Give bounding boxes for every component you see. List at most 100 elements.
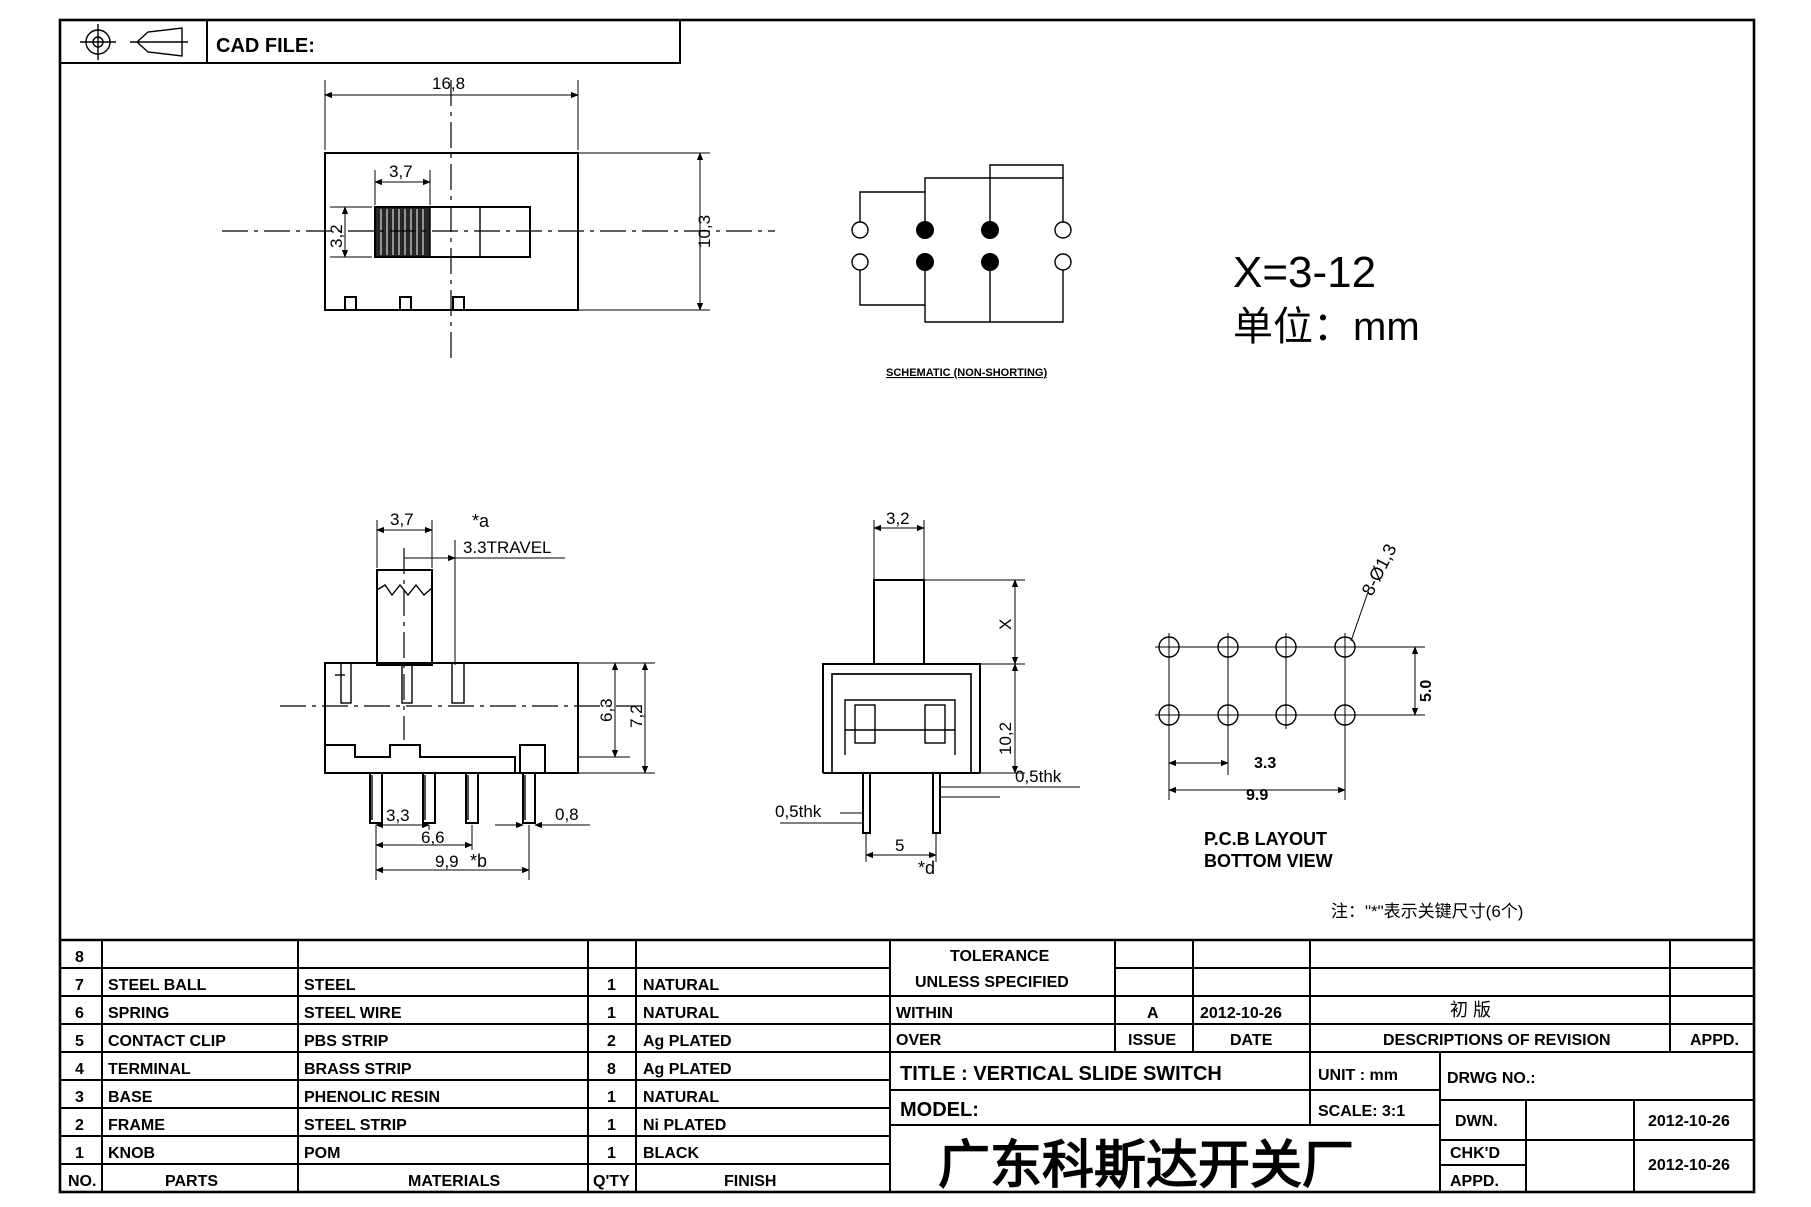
top-view: 16,8 10,3 3,7 3,2: [222, 74, 775, 362]
dim-33: 3,3: [386, 806, 410, 825]
bom-part: FRAME: [108, 1117, 165, 1134]
mark-a: *a: [472, 511, 490, 531]
rev-issue: A: [1147, 1005, 1159, 1022]
dim-x: X: [996, 619, 1015, 630]
model-label: MODEL:: [900, 1099, 979, 1121]
bom-finish: BLACK: [643, 1145, 699, 1162]
date-label: DATE: [1230, 1032, 1273, 1049]
bom-qty: 1: [607, 1145, 616, 1162]
bom-qty: 1: [607, 1005, 616, 1022]
dim-66: 6,6: [421, 828, 445, 847]
bom-no: 2: [75, 1117, 84, 1134]
bom-row: 3 BASE PHENOLIC RESIN 1 NATURAL: [75, 1089, 719, 1106]
key-dim-note: 注："*"表示关键尺寸(6个): [1331, 902, 1523, 921]
front-dim-knob: 3,7: [390, 510, 414, 529]
bom-row: 7 STEEL BALL STEEL 1 NATURAL: [75, 977, 719, 994]
bom-no: 4: [75, 1061, 84, 1078]
pcb-dim-33: 3.3: [1254, 755, 1276, 772]
rev-date: 2012-10-26: [1200, 1005, 1282, 1022]
rev-desc: 初 版: [1450, 1000, 1491, 1020]
bom-row: 1 KNOB POM 1 BLACK: [75, 1145, 699, 1162]
schematic-caption: SCHEMATIC (NON-SHORTING): [886, 367, 1047, 379]
bom-no: 1: [75, 1145, 84, 1162]
travel: 3.3TRAVEL: [463, 538, 552, 557]
dim-99: 9,9: [435, 852, 459, 871]
over-label: OVER: [896, 1032, 942, 1049]
bom-part: SPRING: [108, 1005, 169, 1022]
bom-material: STEEL: [304, 977, 356, 994]
bom-material: PHENOLIC RESIN: [304, 1089, 440, 1106]
bom-qty: 1: [607, 977, 616, 994]
dim-102: 10,2: [996, 722, 1015, 755]
issue-label: ISSUE: [1128, 1032, 1176, 1049]
within-label: WITHIN: [896, 1005, 953, 1022]
chkd-label: CHK'D: [1450, 1145, 1500, 1162]
bom-material: STEEL WIRE: [304, 1005, 402, 1022]
dim-knob-height: 3,2: [327, 224, 346, 248]
drwg-no-label: DRWG NO.:: [1447, 1070, 1536, 1087]
unit-note: 单位：mm: [1233, 305, 1420, 349]
sheet-border: [58, 18, 1756, 1194]
dim-knob-width: 3,7: [389, 162, 413, 181]
bom-finish: NATURAL: [643, 977, 719, 994]
bom-header: NO. PARTS MATERIALS Q'TY FINISH: [68, 1173, 776, 1190]
mark-d: *d: [918, 858, 935, 878]
bom-no: 8: [75, 949, 84, 966]
bom-finish: Ag PLATED: [643, 1061, 732, 1078]
bom-finish: NATURAL: [643, 1005, 719, 1022]
bom-no: 3: [75, 1089, 84, 1106]
bom-finish: Ag PLATED: [643, 1033, 732, 1050]
bom-part: STEEL BALL: [108, 977, 207, 994]
drawing-title: TITLE : VERTICAL SLIDE SWITCH: [900, 1063, 1222, 1085]
bom-material: BRASS STRIP: [304, 1061, 412, 1078]
title-block: TOLERANCE UNLESS SPECIFIED WITHIN OVER A…: [890, 940, 1754, 1195]
bom-row: 4 TERMINAL BRASS STRIP 8 Ag PLATED: [75, 1061, 732, 1078]
tolerance-label: TOLERANCE: [950, 948, 1050, 965]
dim-overall-length: 16,8: [432, 74, 465, 93]
unit-label: UNIT : mm: [1318, 1067, 1398, 1084]
pcb-dim-50: 5.0: [1418, 680, 1435, 702]
bom-part: BASE: [108, 1089, 153, 1106]
pcb-caption-2: BOTTOM VIEW: [1204, 851, 1333, 871]
bom-row: 8: [75, 949, 84, 966]
header-qty: Q'TY: [593, 1173, 630, 1190]
bom-qty: 2: [607, 1033, 616, 1050]
dim-63: 6,3: [597, 698, 616, 722]
front-view: 3,7 *a 3.3TRAVEL 6,3 7,2: [280, 510, 655, 880]
dwn-label: DWN.: [1455, 1113, 1498, 1130]
pcb-layout: 5.0 3.3 9.9 8-Ø1,3 P.C.B LAYOUT BOTTOM V…: [1155, 541, 1435, 871]
bom-finish: NATURAL: [643, 1089, 719, 1106]
dwn-date: 2012-10-26: [1648, 1113, 1730, 1130]
bom-no: 6: [75, 1005, 84, 1022]
bom-row: 6 SPRING STEEL WIRE 1 NATURAL: [75, 1005, 719, 1022]
bom-part: TERMINAL: [108, 1061, 191, 1078]
side-dim-32: 3,2: [886, 509, 910, 528]
pcb-holes: 8-Ø1,3: [1358, 541, 1401, 599]
cad-file-label: CAD FILE:: [216, 35, 315, 57]
bom-table: 8 7 STEEL BALL STEEL 1 NATURAL 6 SPRING …: [60, 938, 1754, 1192]
thk-right: 0,5thk: [1015, 767, 1062, 786]
bom-part: CONTACT CLIP: [108, 1033, 226, 1050]
cad-file-box: CAD FILE:: [59, 19, 681, 64]
pcb-caption-1: P.C.B LAYOUT: [1204, 829, 1327, 849]
bom-qty: 1: [607, 1117, 616, 1134]
thk-left: 0,5thk: [775, 802, 822, 821]
pcb-dim-99: 9.9: [1246, 787, 1268, 804]
bom-finish: Ni PLATED: [643, 1117, 726, 1134]
unless-specified-label: UNLESS SPECIFIED: [915, 974, 1069, 991]
header-finish: FINISH: [724, 1173, 776, 1190]
dim-72: 7,2: [627, 704, 646, 728]
bom-no: 5: [75, 1033, 84, 1050]
bom-qty: 8: [607, 1061, 616, 1078]
bom-qty: 1: [607, 1089, 616, 1106]
header-no: NO.: [68, 1173, 96, 1190]
bom-material: PBS STRIP: [304, 1033, 389, 1050]
bom-row: 2 FRAME STEEL STRIP 1 Ni PLATED: [75, 1117, 726, 1134]
projection-symbol-icon: [80, 24, 188, 60]
scale-label: SCALE: 3:1: [1318, 1103, 1405, 1120]
bom-material: POM: [304, 1145, 340, 1162]
bom-row: 5 CONTACT CLIP PBS STRIP 2 Ag PLATED: [75, 1033, 732, 1050]
bom-no: 7: [75, 977, 84, 994]
dim-08: 0,8: [555, 805, 579, 824]
